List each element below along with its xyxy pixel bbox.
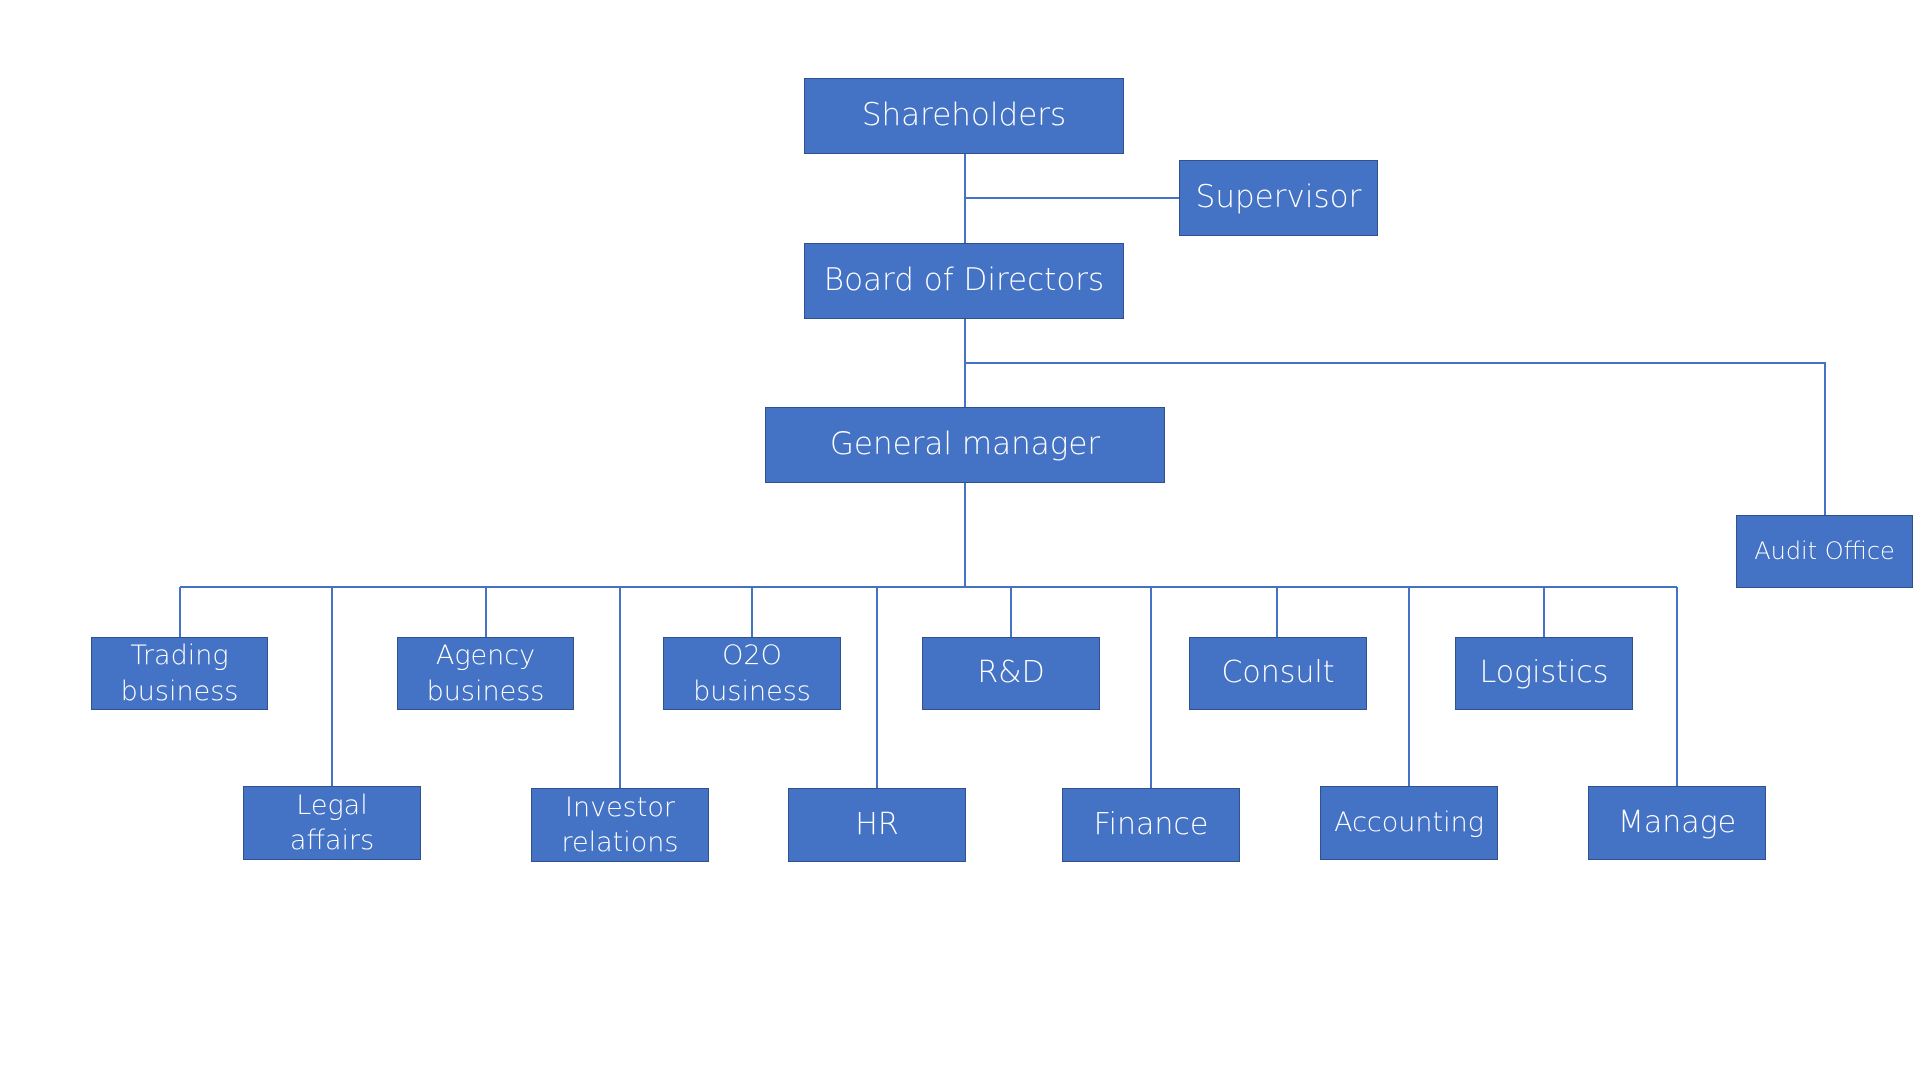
connector-board-audit-office <box>965 362 1826 515</box>
node-trading-business: Trading business <box>91 637 268 710</box>
node-accounting: Accounting <box>1320 786 1498 860</box>
node-shareholders: Shareholders <box>804 78 1124 154</box>
node-general-manager: General manager <box>765 407 1165 483</box>
node-audit-office: Audit Office <box>1736 515 1913 588</box>
node-board-of-directors: Board of Directors <box>804 243 1124 319</box>
node-finance: Finance <box>1062 788 1240 862</box>
node-consult: Consult <box>1189 637 1367 710</box>
node-supervisor: Supervisor <box>1179 160 1378 236</box>
node-legal-affairs: Legal affairs <box>243 786 421 860</box>
node-agency-business: Agency business <box>397 637 574 710</box>
node-investor-relations: Investor relations <box>531 788 709 862</box>
node-manage: Manage <box>1588 786 1766 860</box>
node-hr: HR <box>788 788 966 862</box>
node-o2o-business: O2O business <box>663 637 841 710</box>
node-rd: R&D <box>922 637 1100 710</box>
node-logistics: Logistics <box>1455 637 1633 710</box>
